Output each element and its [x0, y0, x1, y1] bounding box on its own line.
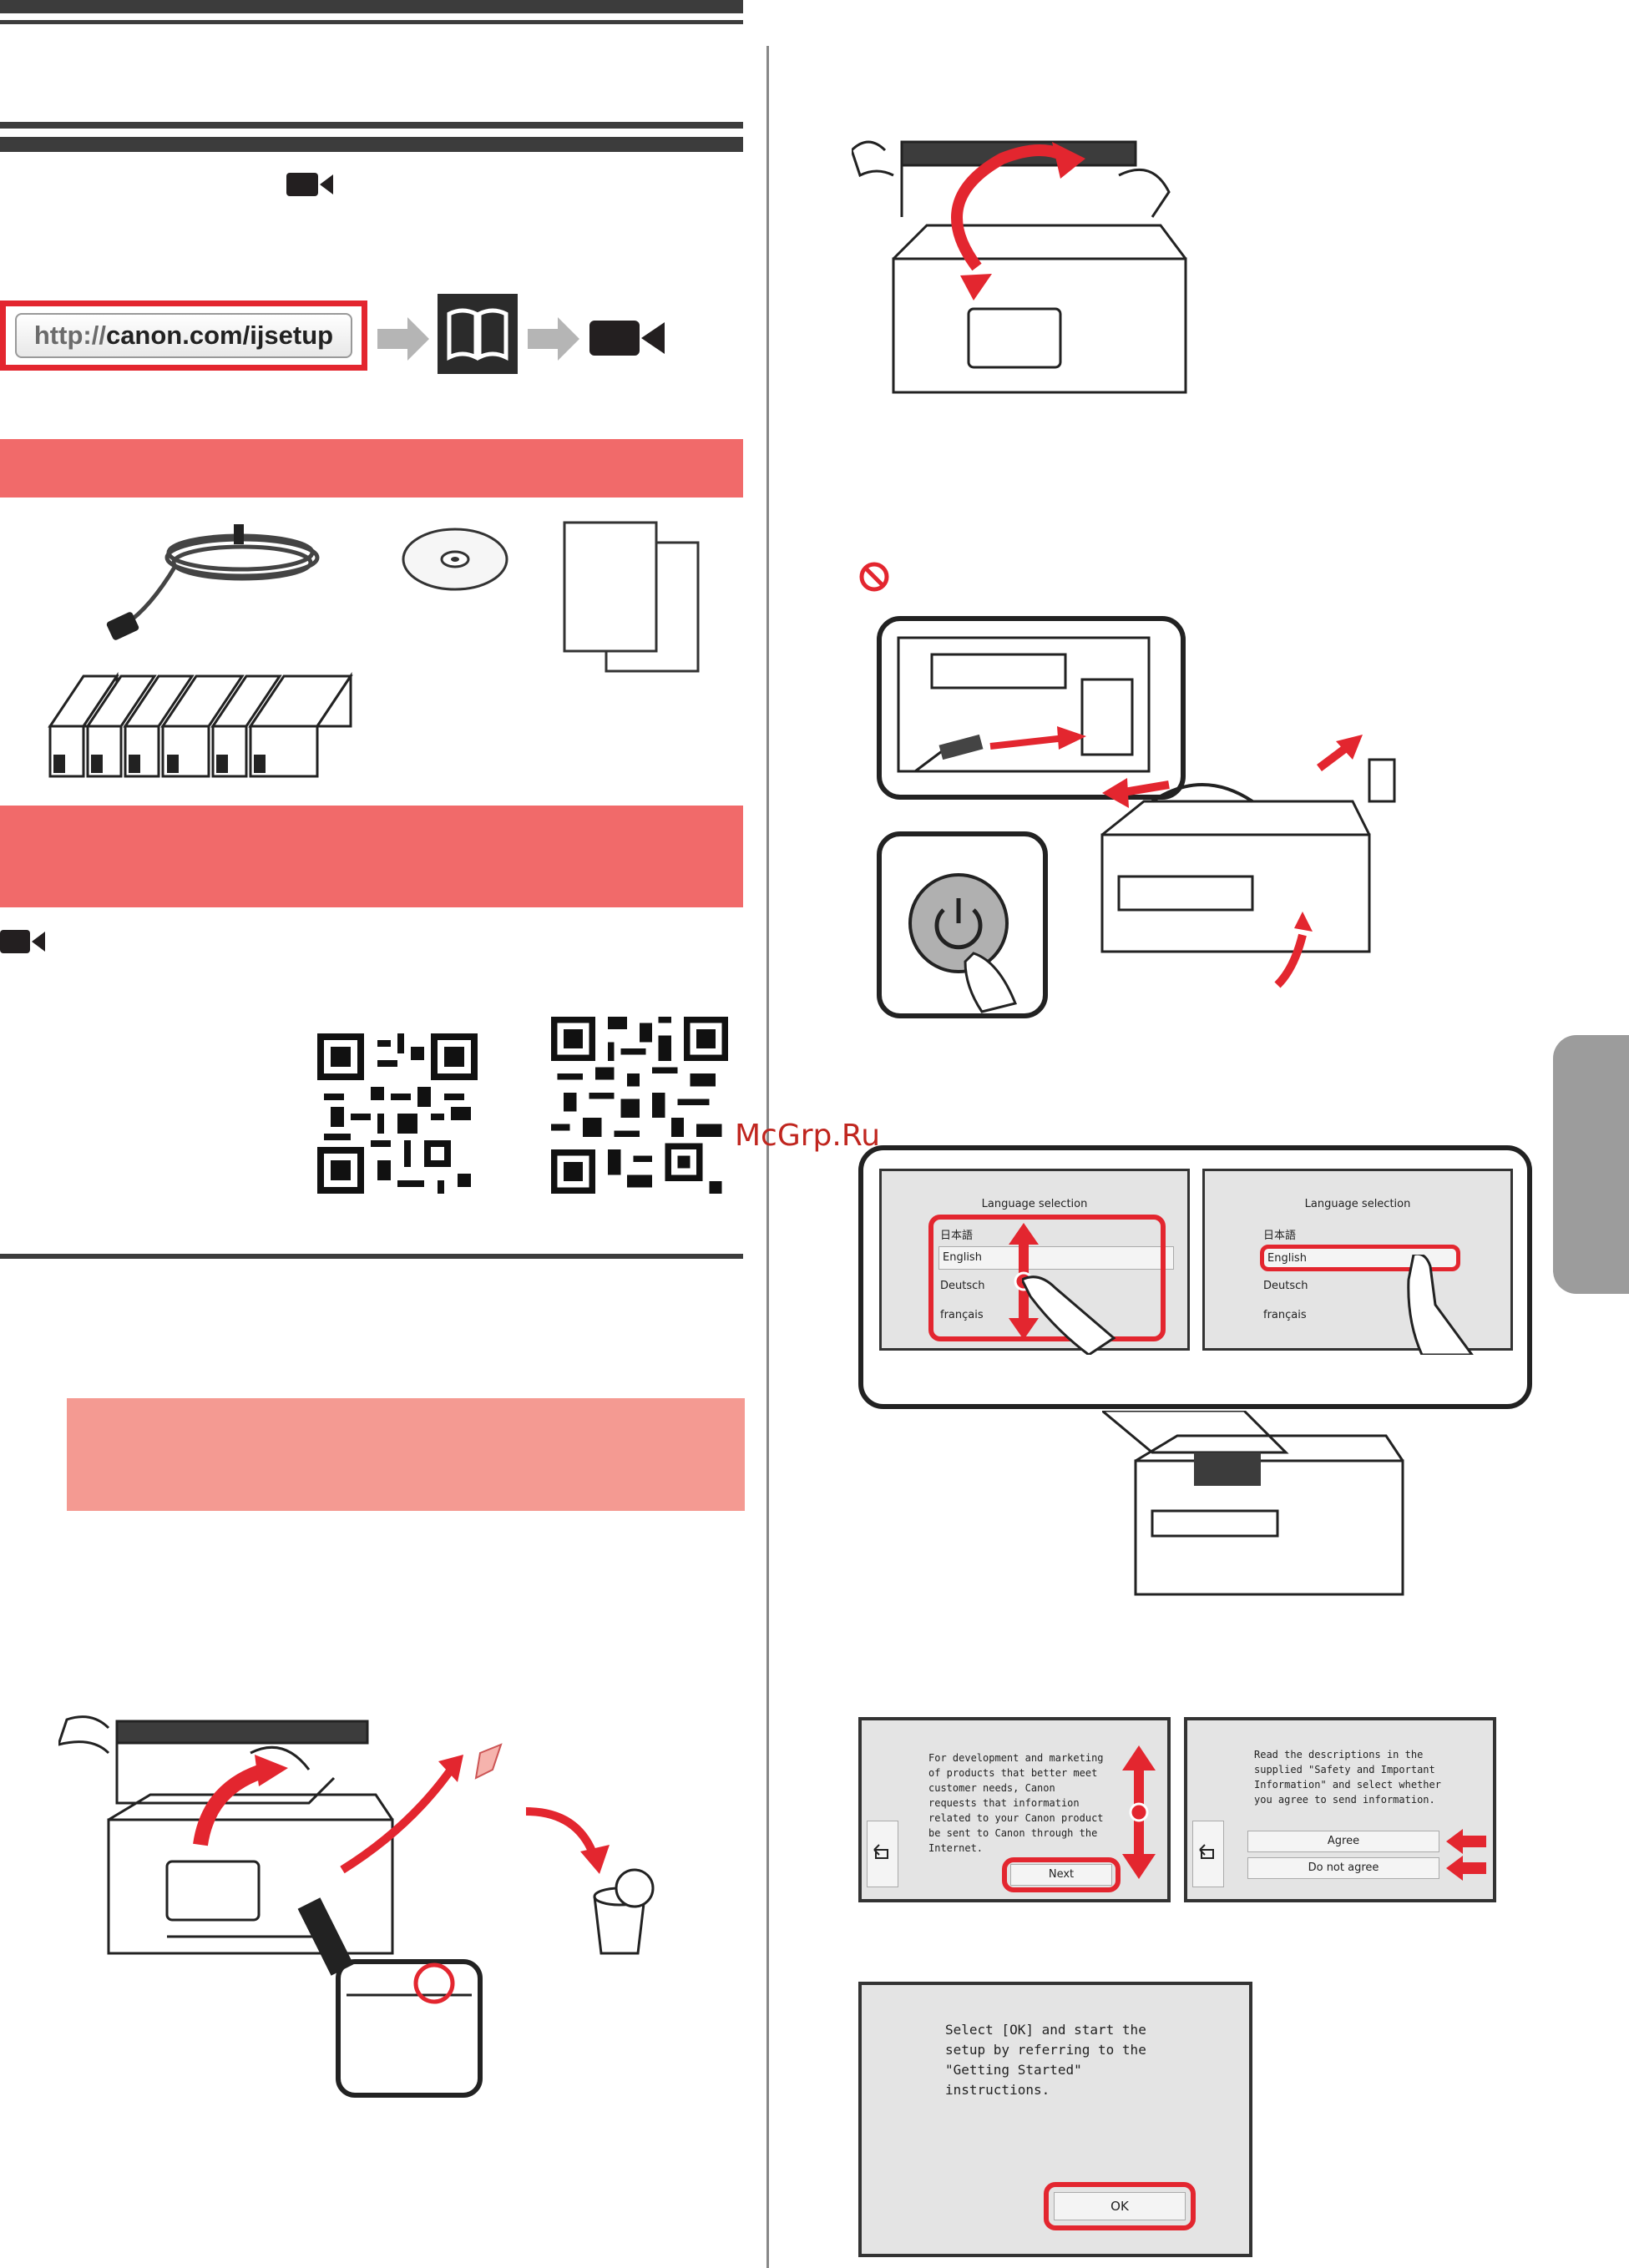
back-arrow-icon [1199, 1844, 1214, 1859]
back-button[interactable] [1192, 1821, 1224, 1887]
manual-book-icon [438, 294, 518, 374]
setup-url-field[interactable]: http://canon.com/ijsetup [15, 313, 352, 358]
consent-text: Read the descriptions in the supplied "S… [1254, 1749, 1441, 1806]
finger-icon [1022, 1275, 1116, 1355]
back-arrow-icon [873, 1844, 888, 1859]
section-band-step [67, 1398, 745, 1511]
power-button-icon[interactable] [882, 836, 1042, 1013]
url-protocol: http:// [33, 321, 106, 350]
language-option-label: English [943, 1251, 982, 1264]
printer-back-panel-callout [877, 616, 1186, 800]
consent-screen-right: Read the descriptions in the supplied "S… [1184, 1717, 1496, 1902]
highlight-ring [928, 1215, 1166, 1341]
video-camera-icon [286, 173, 333, 196]
language-side-tab[interactable] [1553, 1035, 1629, 1294]
do-not-agree-button[interactable]: Do not agree [1247, 1857, 1439, 1879]
language-screen-right: Language selection 日本語 English Deutsch f… [1202, 1169, 1513, 1355]
section-rule [0, 122, 743, 129]
printer-remove-tape-image [58, 1715, 655, 2098]
ok-screen-text: Select [OK] and start the setup by refer… [945, 2022, 1146, 2098]
power-cord-image [106, 524, 320, 640]
qr-code-image[interactable] [317, 1033, 478, 1194]
ok-button[interactable]: OK [1054, 2192, 1186, 2220]
arrow-left-icon [1446, 1856, 1486, 1881]
language-option[interactable]: français [1263, 1309, 1307, 1321]
watermark-text: McGrp.Ru [735, 1119, 881, 1153]
highlight-ring [1044, 2182, 1196, 2230]
section-rule-thick [0, 137, 743, 152]
printer-power-plug-image [1100, 735, 1396, 988]
highlight-ring [1002, 1857, 1121, 1892]
top-rule-thin [0, 20, 743, 24]
language-option[interactable]: 日本語 [1263, 1230, 1297, 1242]
column-divider [766, 46, 769, 2268]
url-address: canon.com/ijsetup [105, 321, 334, 350]
setup-cd-image [402, 528, 508, 591]
agree-button[interactable]: Agree [1247, 1831, 1439, 1852]
printer-open-cover-image [852, 140, 1187, 394]
consent-text: For development and marketing of product… [928, 1752, 1104, 1854]
arrow-left-icon [1446, 1829, 1486, 1854]
language-screen-title: Language selection [981, 1198, 1088, 1210]
video-camera-icon [589, 321, 665, 356]
qr-code-image[interactable] [551, 1017, 728, 1194]
language-option[interactable]: 日本語 [940, 1230, 974, 1242]
ok-screen: Select [OK] and start the setup by refer… [858, 1982, 1252, 2257]
printer-touchscreen-image [1102, 1411, 1404, 1596]
language-option-label: English [1267, 1252, 1307, 1265]
arrow-right-icon [528, 317, 579, 361]
setup-url-box[interactable]: http://canon.com/ijsetup [0, 301, 367, 371]
consent-screen-left: For development and marketing of product… [858, 1717, 1171, 1902]
language-screen-title: Language selection [1304, 1198, 1411, 1210]
top-rule [0, 0, 743, 13]
language-screen-left: Language selection 日本語 English Deutsch f… [879, 1169, 1190, 1355]
section-band-contents [0, 439, 743, 498]
section-band-video [0, 806, 743, 907]
power-button-callout [877, 831, 1048, 1018]
language-option[interactable]: Deutsch [940, 1280, 985, 1292]
prohibited-icon [859, 562, 889, 592]
section-rule [0, 1254, 743, 1259]
scroll-arrows-icon [1122, 1745, 1156, 1879]
documents-image [563, 521, 700, 673]
finger-icon [1407, 1255, 1474, 1355]
video-camera-icon [0, 930, 45, 953]
language-option[interactable]: English [938, 1246, 1174, 1270]
language-option[interactable]: français [940, 1309, 984, 1321]
arrow-right-icon [377, 317, 429, 361]
next-button[interactable]: Next [1010, 1864, 1112, 1886]
ink-tanks-image [48, 672, 353, 778]
back-button[interactable] [867, 1821, 898, 1887]
language-option[interactable]: Deutsch [1263, 1280, 1308, 1292]
